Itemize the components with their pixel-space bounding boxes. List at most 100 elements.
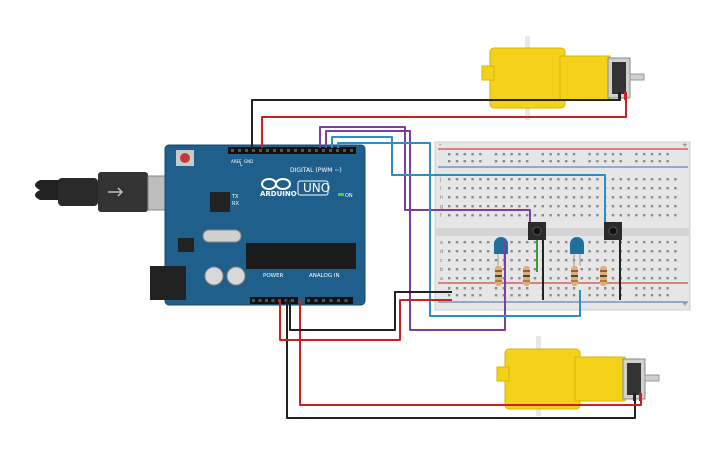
breadboard-hole[interactable]	[635, 160, 638, 163]
breadboard-hole[interactable]	[502, 178, 505, 181]
header-pin[interactable]	[231, 149, 234, 152]
breadboard-hole[interactable]	[526, 214, 529, 217]
breadboard-hole[interactable]	[549, 178, 552, 181]
header-pin[interactable]	[265, 299, 268, 302]
breadboard-hole[interactable]	[463, 196, 466, 199]
breadboard-hole[interactable]	[658, 178, 661, 181]
breadboard-hole[interactable]	[604, 259, 607, 262]
breadboard-hole[interactable]	[565, 205, 568, 208]
breadboard-hole[interactable]	[666, 250, 669, 253]
breadboard-hole[interactable]	[635, 178, 638, 181]
breadboard-hole[interactable]	[487, 268, 490, 271]
breadboard-hole[interactable]	[494, 160, 498, 163]
breadboard-hole[interactable]	[635, 277, 638, 280]
breadboard-hole[interactable]	[611, 277, 615, 280]
breadboard-hole[interactable]	[549, 294, 552, 297]
breadboard-hole[interactable]	[549, 277, 552, 280]
breadboard-hole[interactable]	[494, 153, 498, 156]
breadboard-hole[interactable]	[487, 187, 490, 190]
breadboard-hole[interactable]	[658, 241, 661, 244]
breadboard-hole[interactable]	[463, 259, 466, 262]
breadboard-hole[interactable]	[643, 205, 646, 208]
breadboard-hole[interactable]	[611, 153, 615, 156]
breadboard-hole[interactable]	[541, 153, 544, 156]
breadboard-hole[interactable]	[666, 294, 669, 297]
breadboard-hole[interactable]	[611, 250, 615, 253]
breadboard-hole[interactable]	[650, 214, 654, 217]
breadboard-hole[interactable]	[549, 250, 552, 253]
breadboard-hole[interactable]	[580, 187, 583, 190]
breadboard-hole[interactable]	[549, 153, 552, 156]
header-pin[interactable]	[314, 299, 318, 302]
breadboard-hole[interactable]	[674, 205, 677, 208]
breadboard-hole[interactable]	[518, 241, 521, 244]
breadboard-hole[interactable]	[643, 268, 646, 271]
breadboard-hole[interactable]	[658, 153, 661, 156]
breadboard-hole[interactable]	[572, 160, 576, 163]
breadboard-hole[interactable]	[658, 259, 661, 262]
breadboard-hole[interactable]	[471, 187, 474, 190]
breadboard-hole[interactable]	[479, 287, 482, 290]
breadboard-hole[interactable]	[635, 205, 638, 208]
breadboard-hole[interactable]	[565, 196, 568, 199]
breadboard-hole[interactable]	[588, 178, 591, 181]
breadboard-hole[interactable]	[588, 214, 591, 217]
breadboard-hole[interactable]	[502, 268, 505, 271]
breadboard-hole[interactable]	[510, 160, 513, 163]
breadboard-hole[interactable]	[479, 259, 482, 262]
breadboard-hole[interactable]	[494, 196, 498, 199]
breadboard-hole[interactable]	[674, 250, 677, 253]
breadboard-hole[interactable]	[549, 241, 552, 244]
breadboard-hole[interactable]	[596, 277, 599, 280]
breadboard-hole[interactable]	[510, 268, 513, 271]
breadboard-hole[interactable]	[479, 268, 482, 271]
breadboard-hole[interactable]	[448, 268, 451, 271]
breadboard-hole[interactable]	[526, 187, 529, 190]
header-pin[interactable]	[336, 149, 339, 152]
breadboard-hole[interactable]	[533, 178, 537, 181]
breadboard-hole[interactable]	[502, 196, 505, 199]
breadboard-hole[interactable]	[471, 205, 474, 208]
breadboard-hole[interactable]	[596, 287, 599, 290]
breadboard-hole[interactable]	[635, 268, 638, 271]
breadboard-hole[interactable]	[643, 277, 646, 280]
breadboard-hole[interactable]	[627, 196, 630, 199]
breadboard-hole[interactable]	[471, 241, 474, 244]
breadboard-hole[interactable]	[658, 287, 661, 290]
breadboard-hole[interactable]	[533, 214, 537, 217]
breadboard-hole[interactable]	[510, 294, 513, 297]
wire-blue-1[interactable]	[331, 136, 606, 222]
breadboard-hole[interactable]	[549, 287, 552, 290]
breadboard-hole[interactable]	[588, 187, 591, 190]
breadboard-hole[interactable]	[533, 187, 537, 190]
breadboard-hole[interactable]	[580, 196, 583, 199]
breadboard-hole[interactable]	[596, 205, 599, 208]
wire-blue-2[interactable]	[337, 142, 581, 317]
breadboard-hole[interactable]	[487, 277, 490, 280]
reset-button[interactable]	[180, 153, 190, 163]
breadboard-hole[interactable]	[455, 196, 459, 199]
breadboard-hole[interactable]	[479, 153, 482, 156]
pushbutton-2[interactable]	[604, 222, 622, 240]
breadboard-hole[interactable]	[518, 214, 521, 217]
breadboard-hole[interactable]	[518, 259, 521, 262]
breadboard-hole[interactable]	[510, 214, 513, 217]
breadboard-hole[interactable]	[557, 287, 560, 290]
breadboard-hole[interactable]	[463, 178, 466, 181]
breadboard-hole[interactable]	[455, 205, 459, 208]
breadboard-hole[interactable]	[487, 196, 490, 199]
breadboard-hole[interactable]	[455, 160, 459, 163]
breadboard-hole[interactable]	[658, 294, 661, 297]
breadboard-hole[interactable]	[611, 241, 615, 244]
breadboard-hole[interactable]	[580, 268, 583, 271]
breadboard-hole[interactable]	[627, 214, 630, 217]
breadboard-hole[interactable]	[643, 178, 646, 181]
breadboard-hole[interactable]	[549, 259, 552, 262]
breadboard-hole[interactable]	[463, 250, 466, 253]
breadboard-hole[interactable]	[666, 196, 669, 199]
wire-5v-breadboard[interactable]	[279, 299, 452, 341]
breadboard-hole[interactable]	[533, 250, 537, 253]
breadboard-hole[interactable]	[658, 250, 661, 253]
breadboard-hole[interactable]	[479, 178, 482, 181]
